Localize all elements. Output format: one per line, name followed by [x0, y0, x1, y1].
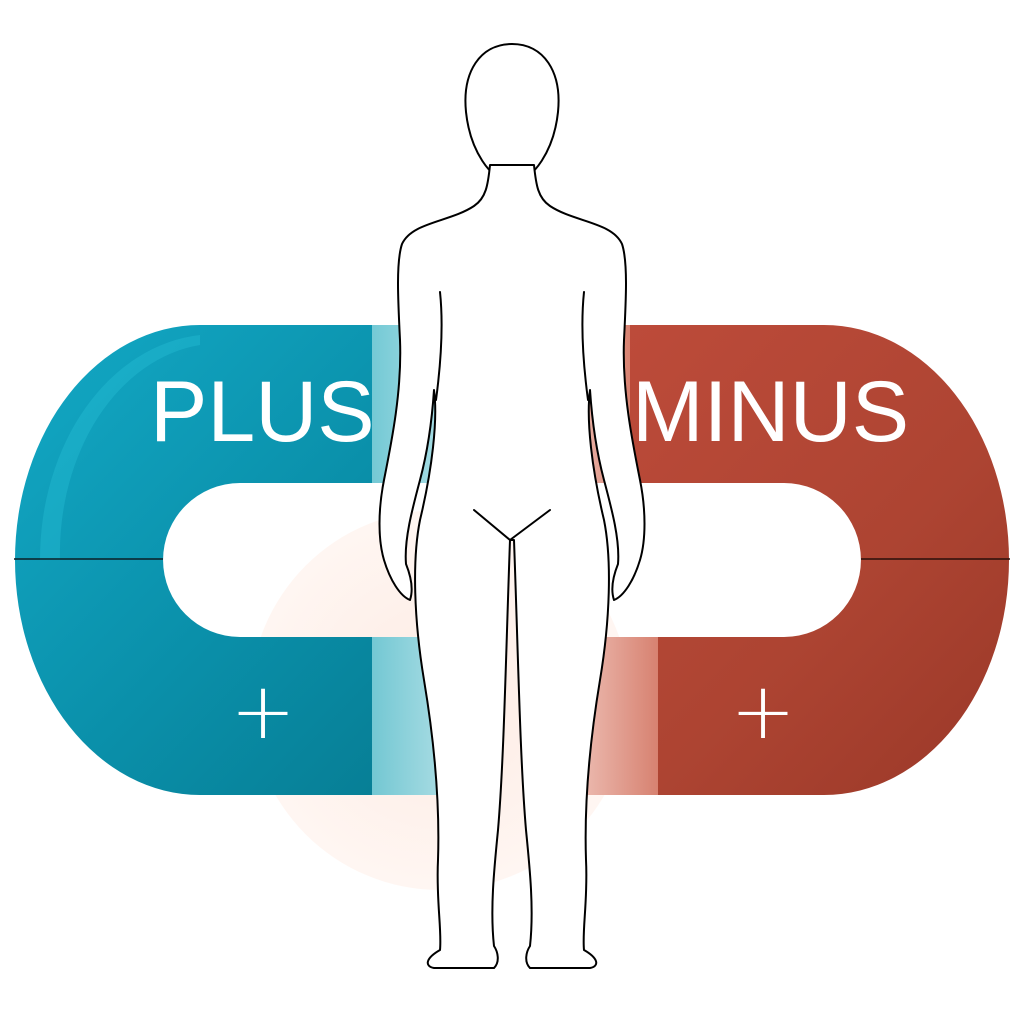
left-magnet-body [15, 325, 465, 795]
left-magnet-top-label: PLUS [150, 364, 375, 460]
right-magnet-top-label: MINUS [632, 364, 909, 460]
right-magnet-body [558, 325, 1009, 795]
left-magnet-shine [39, 335, 201, 560]
human-silhouette-icon [378, 43, 646, 969]
right-magnet-bottom-label: + [730, 667, 795, 757]
left-magnet-bottom-label: + [230, 667, 295, 757]
